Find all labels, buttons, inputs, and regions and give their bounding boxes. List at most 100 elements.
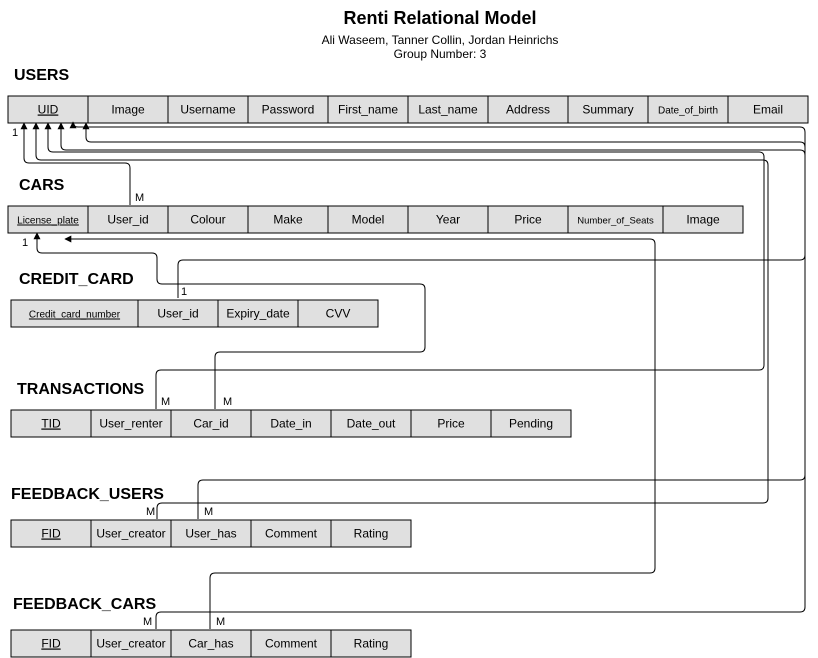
diagram-title: Renti Relational Model bbox=[343, 8, 536, 28]
transactions-cell-pending bbox=[490, 409, 572, 438]
cardinality-transactions-car-many: M bbox=[223, 396, 232, 408]
users-cell-date-of-birth bbox=[647, 95, 729, 124]
credit-card-column-user-id: User_id bbox=[157, 307, 198, 321]
table-cells: UID Image Username Password First_name Last_n… bbox=[7, 95, 809, 658]
cars-cell-year bbox=[407, 205, 489, 234]
feedback-users-column-user-has: User_has bbox=[185, 527, 236, 541]
relation-feedback-cars-creator bbox=[69, 121, 806, 629]
users-cell-username bbox=[167, 95, 249, 124]
transactions-column-car-id: Car_id bbox=[193, 417, 228, 431]
users-column-image: Image bbox=[111, 103, 145, 117]
credit-card-cell-expiry-date bbox=[217, 299, 299, 328]
users-column-address: Address bbox=[506, 103, 550, 117]
users-column-username: Username bbox=[180, 103, 236, 117]
feedback-users-column-comment: Comment bbox=[265, 527, 318, 541]
feedback-users-cell-comment bbox=[250, 519, 332, 548]
feedback-users-column-rating: Rating bbox=[354, 527, 389, 541]
users-column-date-of-birth: Date_of_birth bbox=[658, 106, 718, 117]
transactions-column-price: Price bbox=[437, 417, 465, 431]
table-name-transactions: TRANSACTIONS bbox=[17, 381, 144, 398]
relation-feedback-users-creator bbox=[32, 122, 769, 519]
relation-feedback-cars-car-has bbox=[64, 235, 656, 629]
cardinality-labels: 1 M 1 1 M M M M M M bbox=[12, 127, 232, 628]
feedback-users-cell-fid bbox=[10, 519, 92, 548]
feedback-cars-cell-car-has bbox=[170, 629, 252, 658]
transactions-column-user-renter: User_renter bbox=[99, 417, 162, 431]
cars-column-make: Make bbox=[273, 213, 303, 227]
feedback-cars-column-comment: Comment bbox=[265, 637, 318, 651]
cardinality-feedback-users-creator-many: M bbox=[146, 506, 155, 518]
relation-cars-user-id bbox=[20, 122, 131, 205]
users-cell-uid bbox=[7, 95, 89, 124]
transactions-cell-tid bbox=[10, 409, 92, 438]
cars-column-year: Year bbox=[436, 213, 460, 227]
cars-cell-price bbox=[487, 205, 569, 234]
users-column-uid: UID bbox=[38, 103, 59, 117]
credit-card-column-cvv: CVV bbox=[326, 307, 351, 321]
users-column-email: Email bbox=[753, 103, 783, 117]
credit-card-column-credit-card-number: Credit_card_number bbox=[29, 310, 121, 321]
feedback-users-column-fid: FID bbox=[41, 527, 61, 541]
users-cell-summary bbox=[567, 95, 649, 124]
cars-cell-colour bbox=[167, 205, 249, 234]
table-name-feedback-users: FEEDBACK_USERS bbox=[11, 486, 164, 503]
cars-column-colour: Colour bbox=[190, 213, 225, 227]
users-cell-image bbox=[87, 95, 169, 124]
cars-cell-image bbox=[662, 205, 744, 234]
feedback-users-column-user-creator: User_creator bbox=[96, 527, 165, 541]
transactions-column-pending: Pending bbox=[509, 417, 553, 431]
feedback-cars-cell-fid bbox=[10, 629, 92, 658]
cars-column-price: Price bbox=[514, 213, 542, 227]
cars-column-model: Model bbox=[352, 213, 385, 227]
feedback-cars-column-user-creator: User_creator bbox=[96, 637, 165, 651]
credit-card-column-expiry-date: Expiry_date bbox=[226, 307, 290, 321]
group-number: Group Number: 3 bbox=[394, 47, 487, 61]
transactions-cell-car-id bbox=[170, 409, 252, 438]
table-name-users: USERS bbox=[14, 67, 69, 84]
table-name-cars: CARS bbox=[19, 177, 65, 194]
cardinality-feedback-cars-has-many: M bbox=[216, 616, 225, 628]
cars-column-number-of-seats: Number_of_Seats bbox=[577, 216, 654, 227]
cars-column-image: Image bbox=[686, 213, 720, 227]
users-column-last-name: Last_name bbox=[418, 103, 478, 117]
cars-cell-model bbox=[327, 205, 409, 234]
cardinality-transactions-renter-many: M bbox=[161, 396, 170, 408]
feedback-cars-cell-rating bbox=[330, 629, 412, 658]
transactions-cell-date-in bbox=[250, 409, 332, 438]
users-column-password: Password bbox=[262, 103, 315, 117]
transactions-cell-date-out bbox=[330, 409, 412, 438]
authors-line: Ali Waseem, Tanner Collin, Jordan Heinri… bbox=[322, 33, 559, 47]
feedback-cars-column-rating: Rating bbox=[354, 637, 389, 651]
users-cell-first-name bbox=[327, 95, 409, 124]
feedback-cars-cell-comment bbox=[250, 629, 332, 658]
cars-cell-user-id bbox=[87, 205, 169, 234]
relation-transactions-car-id bbox=[33, 232, 426, 409]
transactions-column-date-in: Date_in bbox=[270, 417, 311, 431]
transactions-cell-price bbox=[410, 409, 492, 438]
users-cell-email bbox=[727, 95, 809, 124]
feedback-cars-column-car-has: Car_has bbox=[188, 637, 233, 651]
cardinality-feedback-users-has-many: M bbox=[204, 506, 213, 518]
relation-transactions-user-renter bbox=[44, 122, 765, 409]
table-name-feedback-cars: FEEDBACK_CARS bbox=[13, 596, 156, 613]
cars-cell-license-plate bbox=[7, 205, 89, 234]
table-name-credit-card: CREDIT_CARD bbox=[19, 271, 134, 288]
transactions-column-tid: TID bbox=[41, 417, 61, 431]
cars-column-user-id: User_id bbox=[107, 213, 148, 227]
users-column-first-name: First_name bbox=[338, 103, 398, 117]
cardinality-credit-card-one: 1 bbox=[181, 286, 187, 298]
cardinality-cars-one: 1 bbox=[22, 237, 28, 249]
relationship-lines bbox=[20, 121, 806, 629]
users-cell-address bbox=[487, 95, 569, 124]
feedback-users-cell-user-has bbox=[170, 519, 252, 548]
credit-card-cell-cvv bbox=[297, 299, 379, 328]
cars-column-license-plate: License_plate bbox=[17, 216, 79, 227]
feedback-users-cell-rating bbox=[330, 519, 412, 548]
cardinality-users-one: 1 bbox=[12, 127, 18, 139]
transactions-column-date-out: Date_out bbox=[347, 417, 396, 431]
cardinality-cars-many: M bbox=[135, 192, 144, 204]
users-column-summary: Summary bbox=[582, 103, 633, 117]
cars-cell-make bbox=[247, 205, 329, 234]
cardinality-feedback-cars-creator-many: M bbox=[143, 616, 152, 628]
